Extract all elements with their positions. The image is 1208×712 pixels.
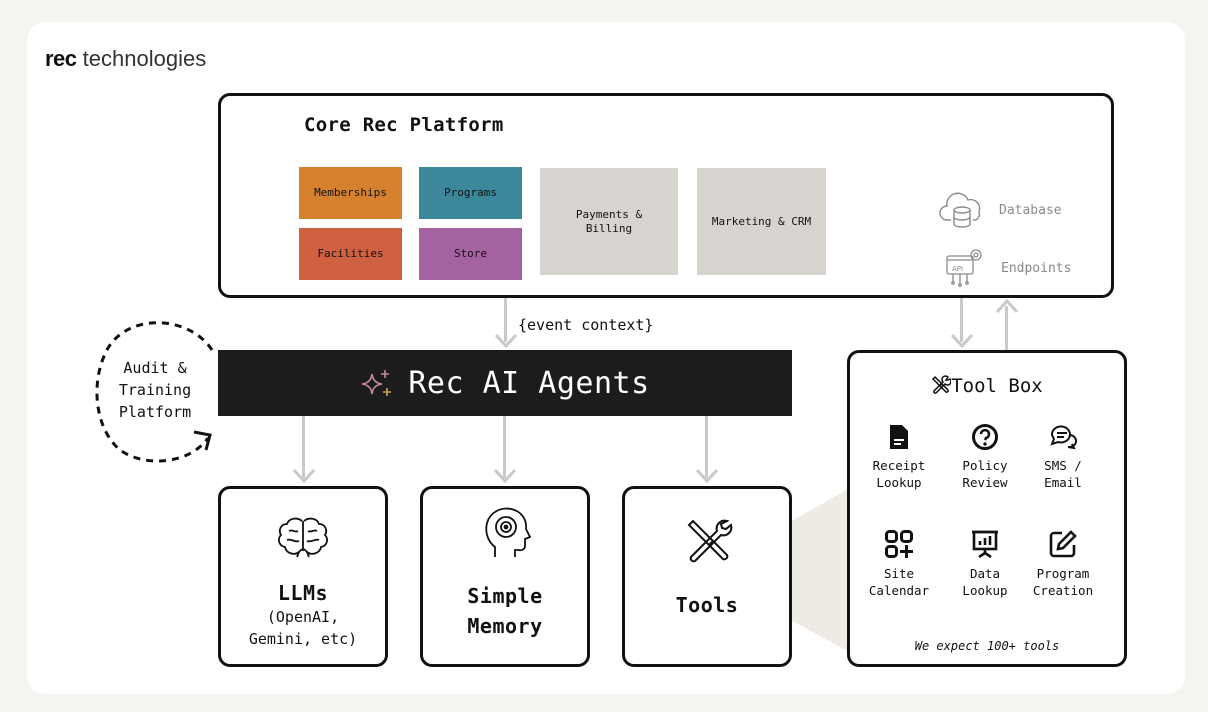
presentation-chart-icon <box>972 530 998 559</box>
module-store: Store <box>419 228 522 280</box>
svg-text:API: API <box>952 265 963 273</box>
toolbox-box: Tool Box Receipt Lookup Policy Review SM… <box>847 350 1127 667</box>
llms-title: LLMs <box>277 581 329 605</box>
memory-line1: Simple <box>467 584 543 608</box>
tools-arrow-line <box>705 416 708 478</box>
brain-icon <box>278 517 328 558</box>
toolbox-tools-icon <box>932 375 953 394</box>
tool-program-line1: Program <box>1036 566 1090 581</box>
tool-data-line2: Lookup <box>962 583 1008 598</box>
tool-receipt-lookup: Receipt Lookup <box>854 423 944 491</box>
tool-program-line2: Creation <box>1032 583 1094 598</box>
module-payments-billing-label: Payments & Billing <box>575 207 643 235</box>
toolbox-up-arrow-head <box>995 298 1019 314</box>
edit-icon <box>1049 530 1077 558</box>
tools-title: Tools <box>675 593 739 617</box>
module-marketing-crm: Marketing & CRM <box>697 168 826 275</box>
rec-ai-agents-label: Rec AI Agents <box>408 365 650 401</box>
event-context-label: {event context} <box>518 316 654 334</box>
tool-sms-line2: Email <box>1044 475 1082 490</box>
llm-arrow-line <box>302 416 305 478</box>
tool-program-creation: Program Creation <box>1018 529 1108 599</box>
toolbox-down-arrow-head <box>950 333 974 349</box>
module-facilities-label: Facilities <box>317 247 384 260</box>
endpoints-label: Endpoints <box>1001 261 1072 276</box>
module-programs-label: Programs <box>444 186 497 199</box>
tools-arrow-head <box>695 468 719 484</box>
database-label: Database <box>999 203 1062 218</box>
rec-ai-agents-bar: Rec AI Agents <box>218 350 792 416</box>
receipt-icon <box>890 425 908 449</box>
brand-bold: rec <box>45 46 77 71</box>
module-facilities: Facilities <box>299 228 402 280</box>
tools-wrench-screwdriver-icon <box>687 519 733 563</box>
head-memory-icon <box>485 507 531 557</box>
tool-receipt-line2: Lookup <box>876 475 922 490</box>
module-payments-billing: Payments & Billing <box>540 168 678 275</box>
memory-box: Simple Memory <box>420 486 590 667</box>
module-memberships: Memberships <box>299 167 402 219</box>
module-programs: Programs <box>419 167 522 219</box>
llms-box: LLMs (OpenAI, Gemini, etc) <box>218 486 388 667</box>
tools-box: Tools <box>622 486 792 667</box>
tool-policy-line1: Policy <box>962 458 1008 473</box>
database-icon <box>939 192 981 228</box>
event-arrow-head <box>494 333 518 349</box>
toolbox-header: Tool Box <box>850 375 1124 397</box>
sparkle-icon <box>362 370 392 396</box>
tool-site-line2: Calendar <box>868 583 930 598</box>
llms-sub2: Gemini, etc) <box>248 630 358 648</box>
audit-training-label: Audit & Training Platform <box>96 357 214 423</box>
toolbox-up-arrow-line <box>1005 306 1008 350</box>
tool-policy-review: Policy Review <box>940 423 1030 491</box>
toolbox-title: Tool Box <box>951 375 1043 397</box>
module-memberships-label: Memberships <box>314 186 387 199</box>
tool-receipt-line1: Receipt <box>872 458 926 473</box>
audit-loop-arrow <box>95 321 214 463</box>
api-endpoints-icon: API <box>946 249 982 287</box>
chat-icon <box>1050 425 1078 450</box>
module-store-label: Store <box>453 247 488 260</box>
module-marketing-crm-label: Marketing & CRM <box>711 214 812 228</box>
audit-line1: Audit & <box>123 359 187 377</box>
audit-line2: Training <box>118 381 192 399</box>
tool-sms-email: SMS / Email <box>1018 423 1108 491</box>
tool-site-calendar: Site Calendar <box>854 529 944 599</box>
tool-data-lookup: Data Lookup <box>940 529 1030 599</box>
memory-arrow-head <box>493 468 517 484</box>
question-icon <box>972 424 998 450</box>
audit-line3: Platform <box>118 403 192 421</box>
llms-sub1: (OpenAI, <box>266 608 340 626</box>
tool-data-line1: Data <box>969 566 1001 581</box>
memory-arrow-line <box>503 416 506 478</box>
tool-sms-line1: SMS / <box>1044 458 1082 473</box>
memory-line2: Memory <box>467 614 543 638</box>
brand-logo: rec technologies <box>45 46 206 72</box>
grid-plus-icon <box>885 530 913 558</box>
core-platform-title: Core Rec Platform <box>304 114 504 136</box>
event-arrow-line <box>504 298 507 342</box>
toolbox-down-arrow-line <box>960 298 963 342</box>
brand-rest: technologies <box>82 46 207 71</box>
core-platform-box: Core Rec Platform Memberships Programs F… <box>218 93 1114 298</box>
tool-site-line1: Site <box>883 566 915 581</box>
toolbox-footer: We expect 100+ tools <box>914 639 1060 653</box>
llm-arrow-head <box>292 468 316 484</box>
tool-policy-line2: Review <box>962 475 1008 490</box>
tools-toolbox-connector <box>790 488 850 652</box>
